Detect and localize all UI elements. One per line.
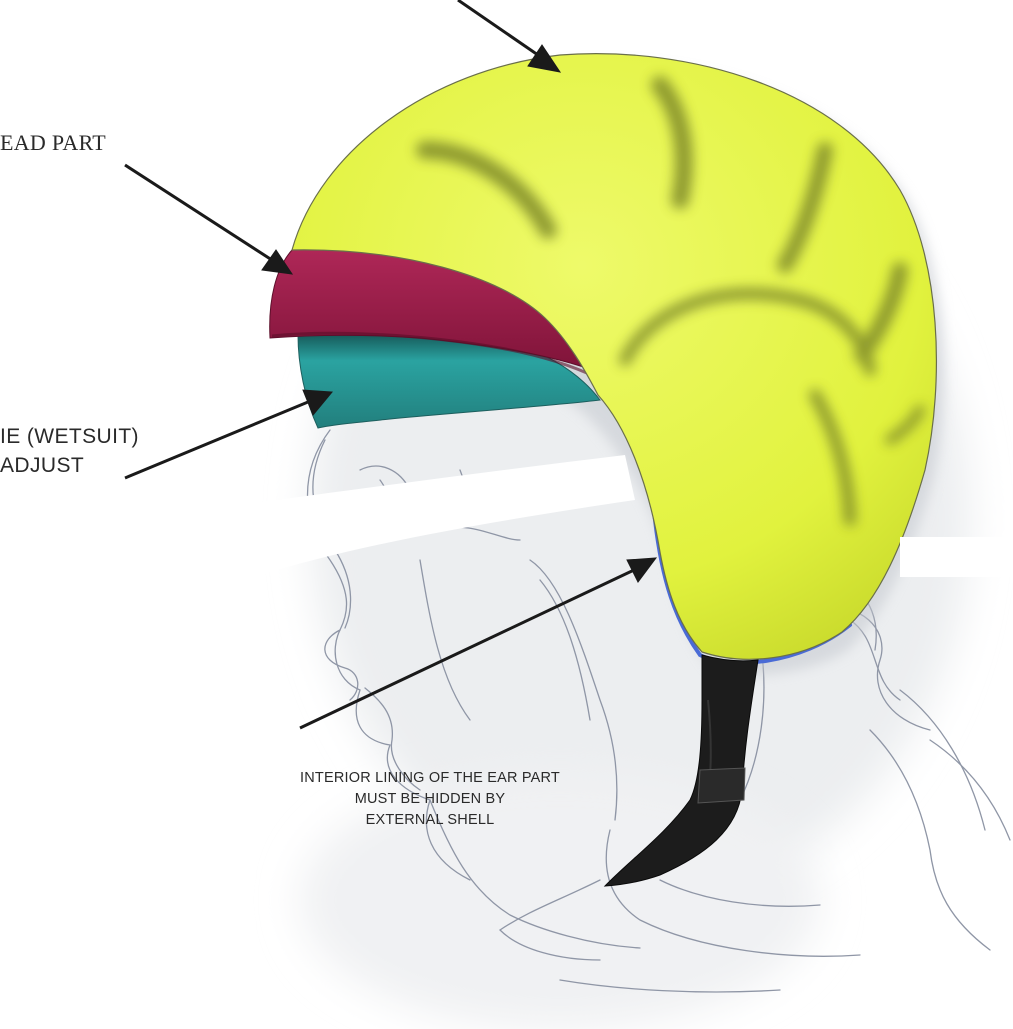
- redaction-block-right: [900, 537, 1013, 577]
- lining-note-line3: EXTERNAL SHELL: [240, 810, 620, 831]
- neoprene-label-line1: IE (WETSUIT): [0, 425, 139, 449]
- lining-note: INTERIOR LINING OF THE EAR PART MUST BE …: [240, 768, 620, 831]
- neoprene-label-line2: ADJUST: [0, 454, 84, 478]
- lining-note-line1: INTERIOR LINING OF THE EAR PART: [240, 768, 620, 789]
- forehead-part-label: EAD PART: [0, 130, 106, 156]
- lining-note-line2: MUST BE HIDDEN BY: [240, 789, 620, 810]
- strap-buckle: [698, 768, 745, 803]
